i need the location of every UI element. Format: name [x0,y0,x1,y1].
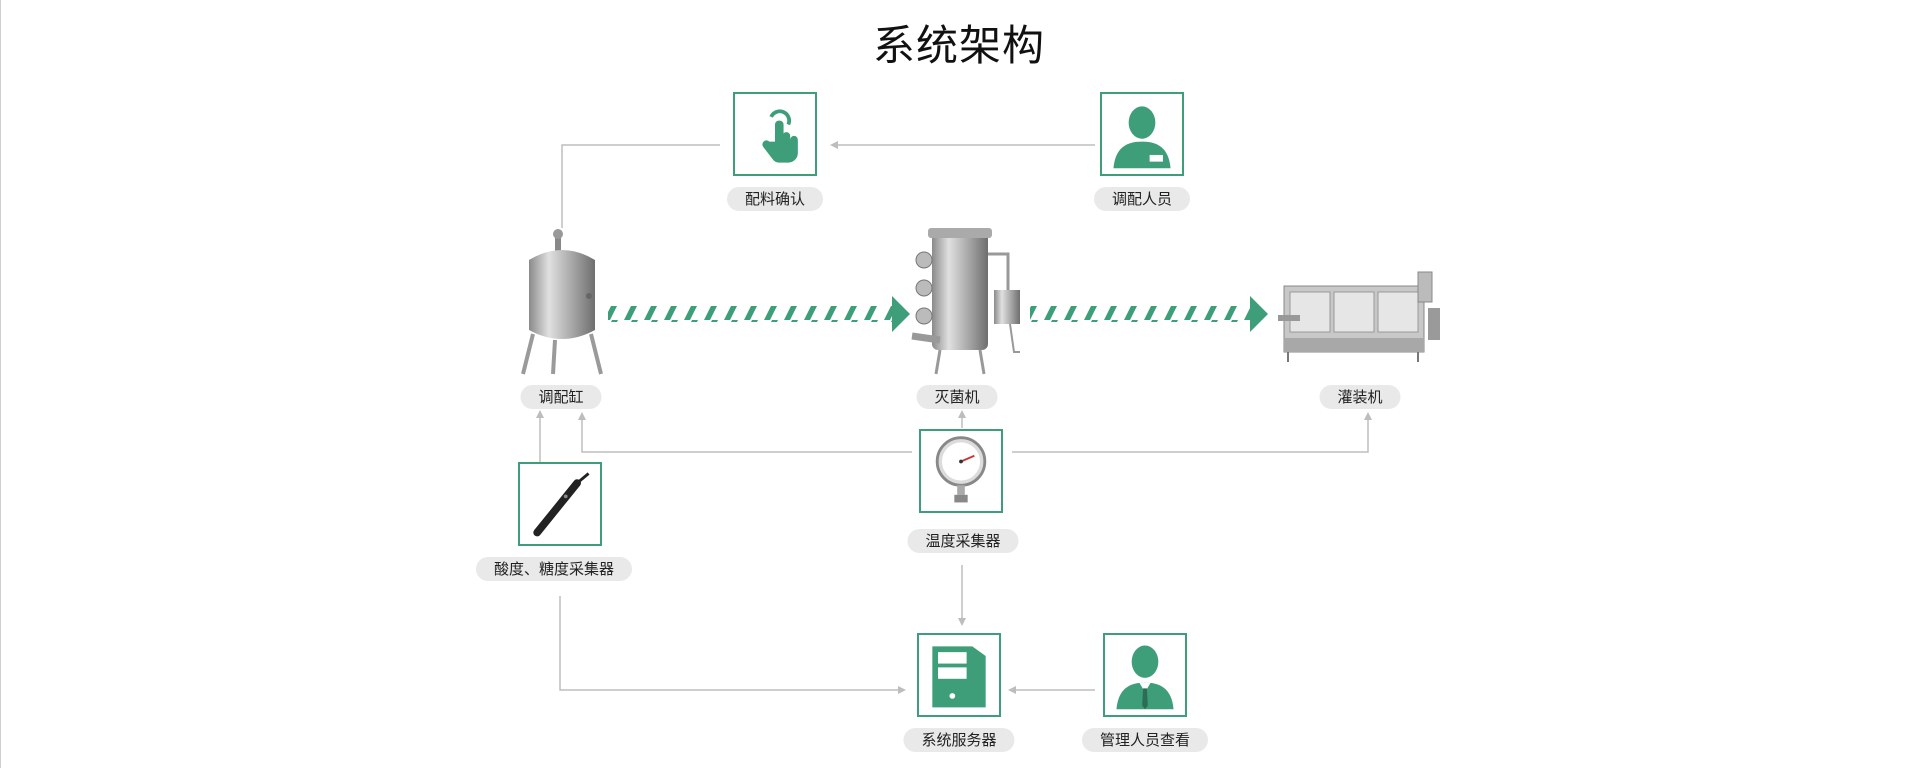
staff-person-icon [1113,106,1171,169]
acidity-sugar-collector-box [518,462,602,546]
batching-confirm-box [733,92,817,176]
blending-staff-box [1100,92,1184,176]
flow-arrow-sterilizer-to-filler [1030,306,1252,322]
arrowhead [958,410,966,418]
flow-arrow-tank-to-sterilizer [608,306,893,322]
sterilizer-image [900,224,1050,378]
acidity-sugar-collector-label: 酸度、糖度采集器 [475,557,633,581]
arrowhead [578,412,586,420]
flow-arrowhead [892,296,910,332]
probe-sensor-icon [533,472,590,537]
connector-temp-to-filler [1012,417,1369,453]
system-server-label: 系统服务器 [903,728,1015,752]
connector-confirm-to-tank [561,144,720,228]
page-edge-rule [0,0,1,768]
sterilizer-label: 灭菌机 [916,385,998,409]
arrowhead [536,410,544,418]
arrowhead [830,141,838,149]
flow-arrowhead [1250,296,1268,332]
manager-person-icon [1116,645,1174,710]
arrowhead [898,686,906,694]
batching-confirm-label: 配料确认 [726,187,824,211]
arrowhead [1008,686,1016,694]
hand-pointer-icon [762,109,798,163]
computer-tower-icon [932,646,986,708]
system-server-box [917,633,1001,717]
connector-temp-to-tank [581,417,912,453]
filling-machine-label: 灌装机 [1319,385,1401,409]
blending-tank-image [515,226,609,378]
arrowhead [1364,412,1372,420]
connector-acid-to-server [559,596,900,691]
page-title: 系统架构 [872,21,1045,70]
blending-staff-label: 调配人员 [1093,187,1191,211]
temperature-collector-label: 温度采集器 [907,529,1019,553]
manager-view-box [1103,633,1187,717]
filling-machine-image [1278,262,1444,366]
manager-view-label: 管理人员查看 [1081,728,1209,752]
blending-tank-label: 调配缸 [520,385,602,409]
arrowhead [958,618,966,626]
pressure-gauge-icon [935,436,987,503]
temperature-collector-box [919,429,1003,513]
